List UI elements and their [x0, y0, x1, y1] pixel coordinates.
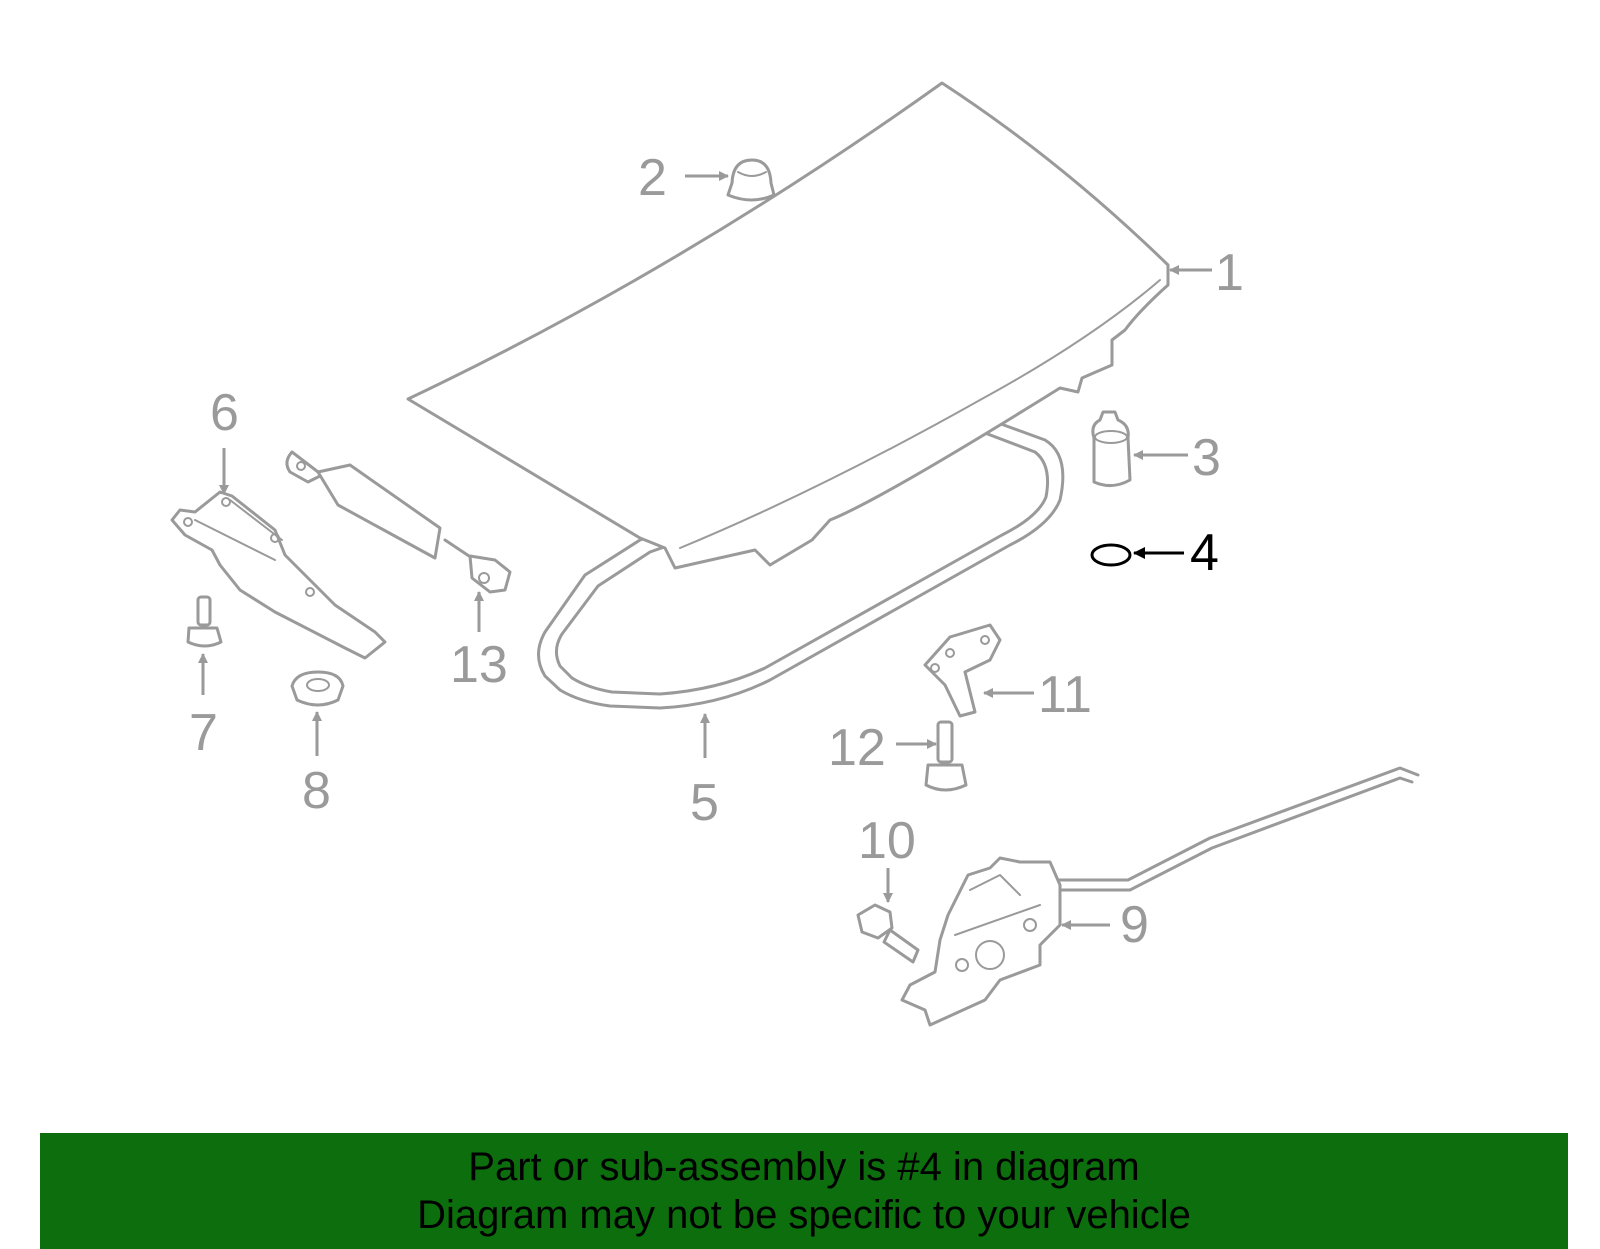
- callout-6: 6: [210, 384, 239, 442]
- callout-7: 7: [189, 704, 218, 762]
- lift-support-strut-part[interactable]: [285, 450, 512, 594]
- callout-1: 1: [1215, 244, 1244, 302]
- latch-bolt-part[interactable]: [856, 903, 920, 964]
- callout-9: 9: [1120, 896, 1149, 954]
- callout-12: 12: [828, 719, 886, 777]
- bumper-stop-part[interactable]: [1091, 410, 1132, 487]
- banner-line-disclaimer: Diagram may not be specific to your vehi…: [417, 1193, 1191, 1237]
- callout-8: 8: [302, 762, 331, 820]
- nut-part[interactable]: [290, 670, 345, 707]
- callout-11: 11: [1038, 666, 1092, 724]
- striker-bolt-part[interactable]: [924, 720, 968, 792]
- callout-10: 10: [858, 812, 916, 870]
- info-banner: Part or sub-assembly is #4 in diagram Di…: [40, 1133, 1568, 1249]
- callout-13: 13: [450, 636, 508, 694]
- bumper-plug-part[interactable]: [726, 158, 776, 202]
- o-ring-part[interactable]: [1090, 543, 1132, 567]
- callout-5: 5: [690, 774, 719, 832]
- callout-3: 3: [1192, 429, 1221, 487]
- striker-part[interactable]: [923, 623, 1002, 718]
- stud-part[interactable]: [186, 595, 223, 648]
- banner-line-part-number: Part or sub-assembly is #4 in diagram: [468, 1145, 1140, 1189]
- callout-2: 2: [638, 149, 667, 207]
- latch-part[interactable]: [900, 766, 1420, 1027]
- leader-lines: [198, 171, 1212, 930]
- weatherstrip-seal-part[interactable]: [537, 418, 1065, 710]
- callout-4: 4: [1190, 524, 1219, 582]
- trunk-lid-part[interactable]: [406, 81, 1170, 570]
